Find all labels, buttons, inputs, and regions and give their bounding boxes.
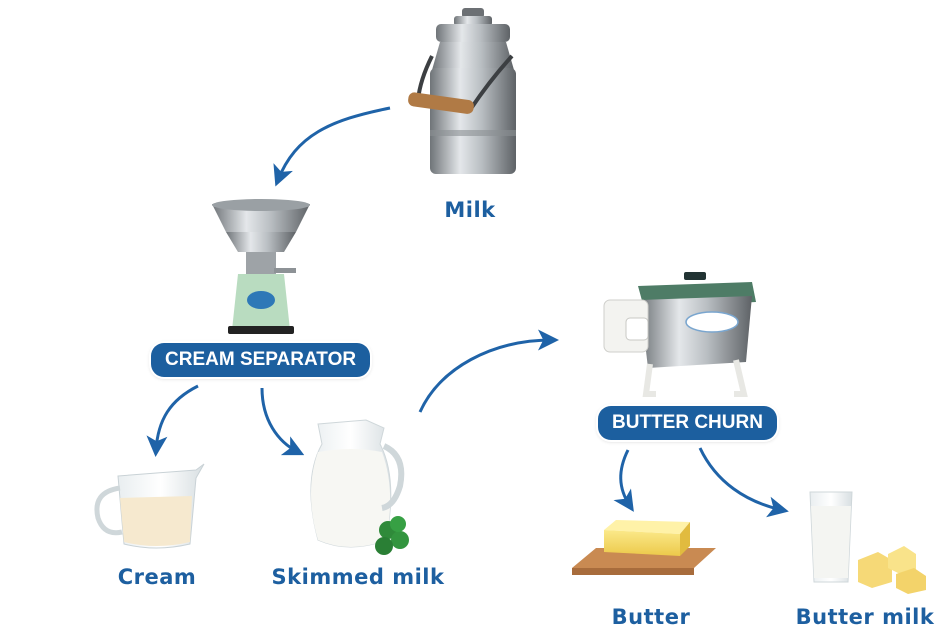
butter-churn-image (603, 272, 756, 397)
badge-butter-churn: BUTTER CHURN (598, 406, 777, 440)
label-cream: Cream (117, 565, 197, 589)
label-butter: Butter (611, 605, 691, 629)
arrow-separator-to-cream (146, 384, 199, 457)
arrow-separator-to-skimmed-milk (260, 387, 305, 456)
buttermilk-glass-image (809, 491, 926, 594)
label-butter-milk: Butter milk (795, 605, 935, 629)
label-skimmed-milk: Skimmed milk (271, 565, 445, 589)
cream-separator-image (212, 199, 310, 334)
label-milk: Milk (444, 198, 496, 222)
butter-block-image (572, 520, 716, 575)
skimmed-milk-pitcher-image (310, 419, 409, 555)
milk-can-image (408, 8, 516, 174)
arrow-churn-to-butter (613, 449, 634, 512)
arrow-churn-to-butter-milk (698, 447, 789, 518)
arrow-milk-to-separator (273, 106, 391, 187)
badge-cream-separator: CREAM SEPARATOR (151, 343, 371, 377)
arrow-skimmed-milk-to-churn (418, 329, 559, 413)
cream-jug-image (94, 463, 205, 549)
